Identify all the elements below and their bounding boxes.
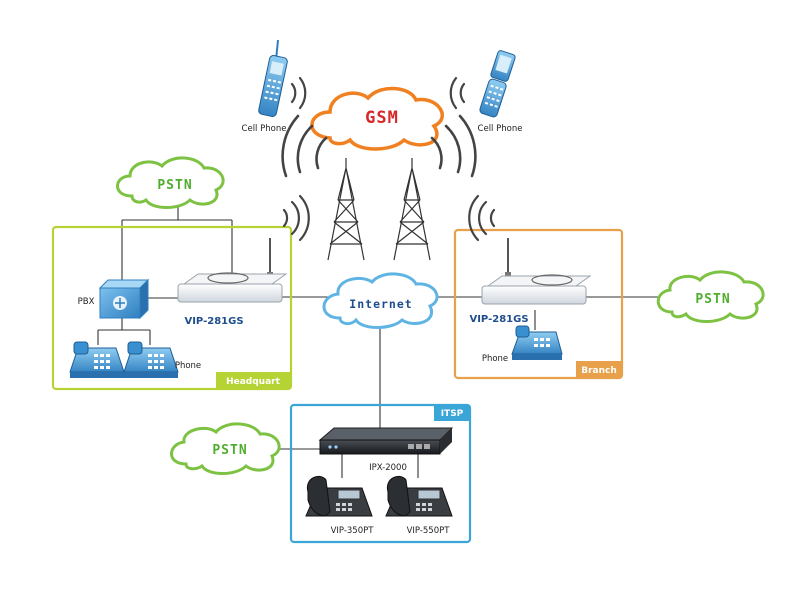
- pstn-top-shape: [116, 156, 225, 209]
- branch-box: Branch: [453, 228, 624, 380]
- cell-phone-left-label: Cell Phone: [242, 124, 287, 134]
- pstn-right-shape: [656, 270, 765, 323]
- pstn-top-cloud: PSTN: [116, 156, 225, 209]
- branch-tag: [576, 361, 622, 378]
- connection-lines: [97, 205, 662, 478]
- headquart-box-outline: [51, 225, 293, 391]
- phone-signal-arcs: [290, 76, 466, 110]
- pstn-right-cloud: PSTN: [656, 270, 765, 323]
- cell-phone-right: Cell Phone: [478, 50, 523, 134]
- vip-350pt-label: VIP-350PT: [331, 526, 375, 536]
- gsm-tower-right: [393, 158, 431, 261]
- internet-shape: [322, 272, 439, 329]
- vip-550pt-label: VIP-550PT: [407, 526, 451, 536]
- ipx-device: IPX-2000: [318, 427, 454, 473]
- itsp-tag: [434, 405, 470, 421]
- internet-cloud: Internet: [322, 272, 439, 329]
- itsp-box-outline: [289, 403, 472, 544]
- itsp-tag-label: ITSP: [441, 409, 464, 419]
- hq-phone-left: [69, 341, 125, 378]
- headquart-box: Headquart: [51, 225, 293, 391]
- pbx-label: PBX: [78, 297, 95, 307]
- gateway-signal-arcs: [282, 194, 496, 242]
- gsm-label: GSM: [365, 108, 399, 128]
- cell-phone-left: Cell Phone: [242, 39, 288, 134]
- itsp-box: ITSP: [289, 403, 472, 544]
- hq-gateway-device: VIP-281GS: [177, 238, 288, 327]
- pstn-bottom-shape: [170, 422, 281, 475]
- pbx-device: PBX: [78, 278, 150, 320]
- branch-phone-label: Phone: [482, 354, 508, 364]
- branch-box-outline: [453, 228, 624, 380]
- cell-phone-right-label: Cell Phone: [478, 124, 523, 134]
- pstn-top-label: PSTN: [157, 178, 192, 193]
- pstn-right-label: PSTN: [695, 292, 730, 307]
- gsm-tower-left: [327, 158, 365, 261]
- ipx-label: IPX-2000: [369, 463, 407, 473]
- branch-phone: Phone: [482, 325, 563, 364]
- branch-gateway-device: VIP-281GS: [469, 238, 592, 325]
- tower-signal-arcs: [281, 114, 477, 178]
- gsm-cloud-shape: [310, 86, 444, 151]
- internet-label: Internet: [349, 297, 412, 311]
- gsm-cloud: GSM: [310, 86, 444, 151]
- pstn-bottom-label: PSTN: [212, 443, 247, 458]
- branch-tag-label: Branch: [581, 366, 617, 376]
- headquart-tag: [216, 372, 291, 389]
- headquart-tag-label: Headquart: [226, 377, 281, 387]
- hq-gateway-label: VIP-281GS: [184, 316, 243, 327]
- branch-gateway-label: VIP-281GS: [469, 314, 528, 325]
- pstn-bottom-cloud: PSTN: [170, 422, 281, 475]
- vip-350pt-phone: VIP-350PT: [305, 476, 375, 536]
- hq-phone-right: [123, 341, 179, 378]
- vip-550pt-phone: VIP-550PT: [385, 476, 453, 536]
- hq-phone-label: Phone: [175, 361, 201, 371]
